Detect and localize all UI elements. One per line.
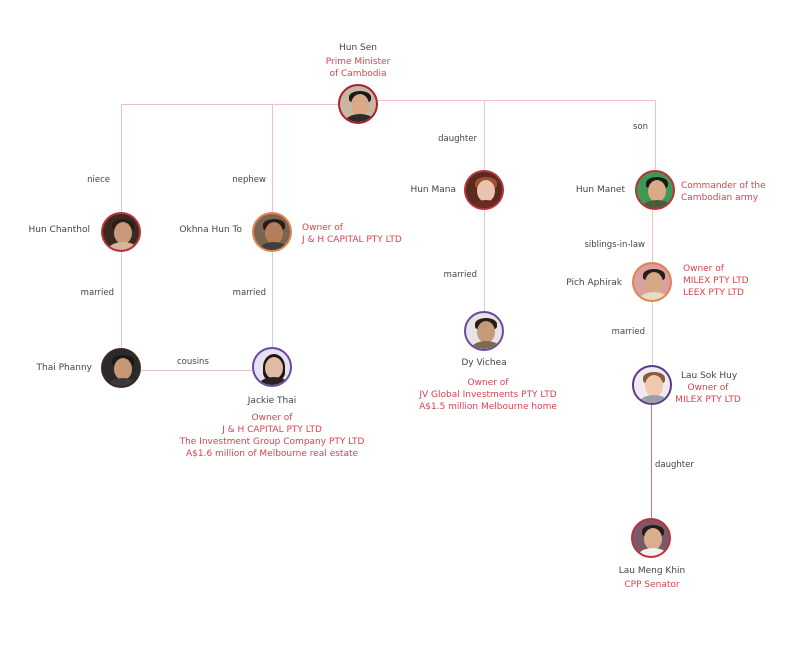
relation-label-niece: niece (87, 175, 110, 185)
avatar-thai-phanny[interactable] (101, 348, 141, 388)
avatar-hun-manet[interactable] (635, 170, 675, 210)
connector-niece (121, 104, 122, 212)
person-name-pich-aphirak: Pich Aphirak (566, 278, 622, 288)
person-detail-okhna-hun-to-2: J & H CAPITAL PTY LTD (302, 235, 402, 245)
relation-label-married-chanthol: married (80, 288, 114, 298)
person-name-lau-meng-khin: Lau Meng Khin (618, 566, 686, 576)
connector-top-left (121, 104, 339, 105)
avatar-okhna-hun-to[interactable] (252, 212, 292, 252)
person-detail-pich-aphirak-1: Owner of (683, 264, 724, 274)
avatar-dy-vichea[interactable] (464, 311, 504, 351)
person-detail-dy-vichea-2: JV Global Investments PTY LTD (419, 390, 557, 400)
relation-label-married-mana: married (443, 270, 477, 280)
connector-daughter-lau (651, 405, 652, 518)
connector-daughter (484, 100, 485, 170)
person-title-hun-sen-2: of Cambodia (329, 69, 387, 79)
avatar-hun-chanthol[interactable] (101, 212, 141, 252)
relation-label-daughter: daughter (438, 134, 477, 144)
connector-married-mana (484, 210, 485, 311)
person-detail-dy-vichea-3: A$1.5 million Melbourne home (419, 402, 557, 412)
relation-label-married-aphirak: married (611, 327, 645, 337)
person-name-hun-manet: Hun Manet (575, 185, 625, 195)
relation-label-siblings-in-law: siblings-in-law (584, 240, 645, 250)
person-name-hun-chanthol: Hun Chanthol (28, 225, 90, 235)
person-detail-hun-manet-2: Cambodian army (681, 193, 759, 203)
avatar-lau-meng-khin[interactable] (631, 518, 671, 558)
avatar-hun-sen[interactable] (338, 84, 378, 124)
relation-label-daughter-lau: daughter (655, 460, 694, 470)
person-detail-dy-vichea-1: Owner of (467, 378, 509, 388)
connector-married-aphirak (652, 302, 653, 365)
person-detail-jackie-thai-3: The Investment Group Company PTY LTD (179, 437, 365, 447)
person-name-hun-sen: Hun Sen (339, 43, 377, 53)
person-detail-pich-aphirak-3: LEEX PTY LTD (683, 288, 744, 298)
avatar-hun-mana[interactable] (464, 170, 504, 210)
person-detail-pich-aphirak-2: MILEX PTY LTD (683, 276, 749, 286)
relation-label-son: son (632, 122, 648, 132)
person-detail-lau-sok-huy-2: MILEX PTY LTD (675, 395, 741, 405)
connector-nephew (272, 104, 273, 212)
person-name-hun-mana: Hun Mana (410, 185, 456, 195)
relation-label-married-hunto: married (232, 288, 266, 298)
person-name-okhna-hun-to: Okhna Hun To (179, 225, 242, 235)
avatar-pich-aphirak[interactable] (632, 262, 672, 302)
person-detail-okhna-hun-to-1: Owner of (302, 223, 343, 233)
connector-top-right (378, 100, 655, 101)
connector-siblings-in-law (652, 210, 653, 262)
person-detail-hun-manet-1: Commander of the (681, 181, 766, 191)
relation-label-cousins: cousins (177, 357, 209, 367)
person-name-dy-vichea: Dy Vichea (461, 358, 507, 368)
person-detail-lau-meng-khin-1: CPP Senator (624, 580, 680, 590)
avatar-lau-sok-huy[interactable] (632, 365, 672, 405)
person-name-thai-phanny: Thai Phanny (36, 363, 92, 373)
person-detail-lau-sok-huy-1: Owner of (687, 383, 729, 393)
person-detail-jackie-thai-2: J & H CAPITAL PTY LTD (222, 425, 322, 435)
person-name-lau-sok-huy: Lau Sok Huy (681, 371, 738, 381)
avatar-jackie-thai[interactable] (252, 347, 292, 387)
connector-cousins (141, 370, 252, 371)
person-title-hun-sen-1: Prime Minister (325, 57, 391, 67)
relation-label-nephew: nephew (232, 175, 266, 185)
person-name-jackie-thai: Jackie Thai (247, 396, 297, 406)
connector-married-chanthol (121, 252, 122, 348)
connector-married-hunto (272, 252, 273, 348)
person-detail-jackie-thai-1: Owner of (251, 413, 293, 423)
person-detail-jackie-thai-4: A$1.6 million of Melbourne real estate (185, 449, 359, 459)
connector-son (655, 100, 656, 170)
